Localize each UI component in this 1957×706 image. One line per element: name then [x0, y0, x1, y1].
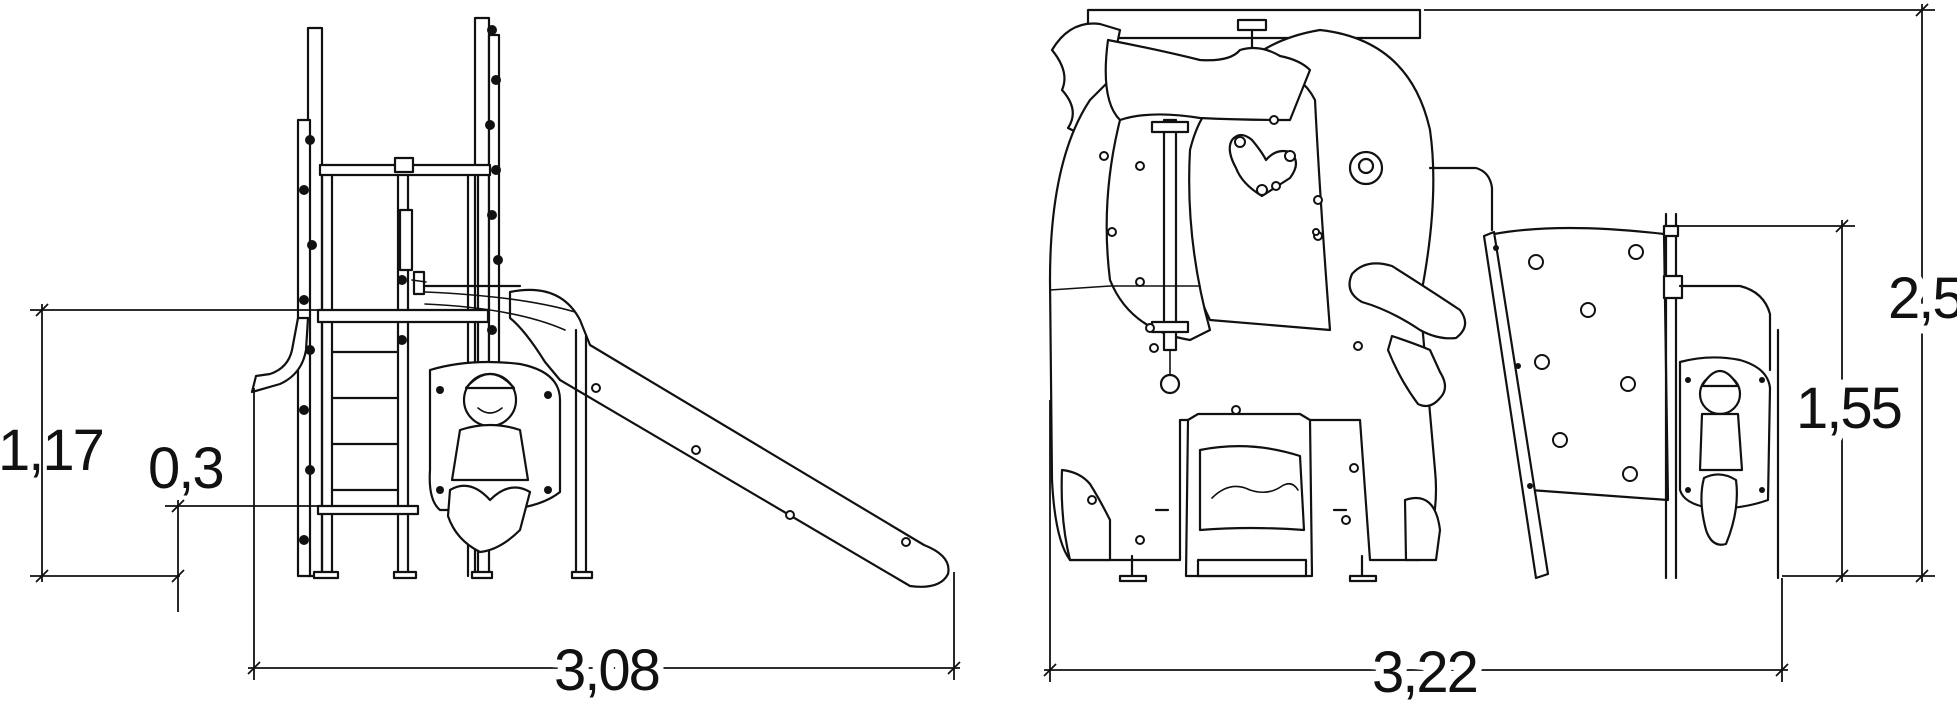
elephant-tunnel — [1184, 412, 1314, 578]
fireman-panel — [428, 360, 562, 554]
front-view: 3,22 2,5 1,55 — [1043, 3, 1957, 706]
dim-height-label: 1,17 — [0, 418, 103, 483]
rear-tower — [1662, 212, 1780, 580]
dimensions-side — [30, 303, 961, 680]
dimensions-front — [1043, 3, 1935, 682]
dim-panel-height-label: 1,55 — [1796, 376, 1901, 441]
elephant-trunk — [1348, 262, 1467, 340]
side-view: 1,17 0,3 3,08 — [0, 16, 961, 706]
elephant-eye — [1348, 150, 1384, 186]
elephant-ear-flap — [1104, 38, 1312, 122]
hose-nozzle — [398, 208, 522, 296]
slide — [424, 288, 950, 588]
dim-front-width-label: 3,22 — [1372, 640, 1477, 705]
rear-climb-panel — [1482, 226, 1670, 580]
dim-platform-label: 0,3 — [148, 436, 223, 501]
periscope-tube — [250, 316, 310, 394]
side-pole — [1150, 118, 1190, 395]
body-bolts — [1087, 115, 1363, 545]
handrail — [1428, 166, 1494, 232]
dim-total-height-label: 2,5 — [1888, 266, 1957, 331]
rear-fireman-panel — [1678, 356, 1772, 546]
dim-width-label: 3,08 — [554, 638, 659, 703]
